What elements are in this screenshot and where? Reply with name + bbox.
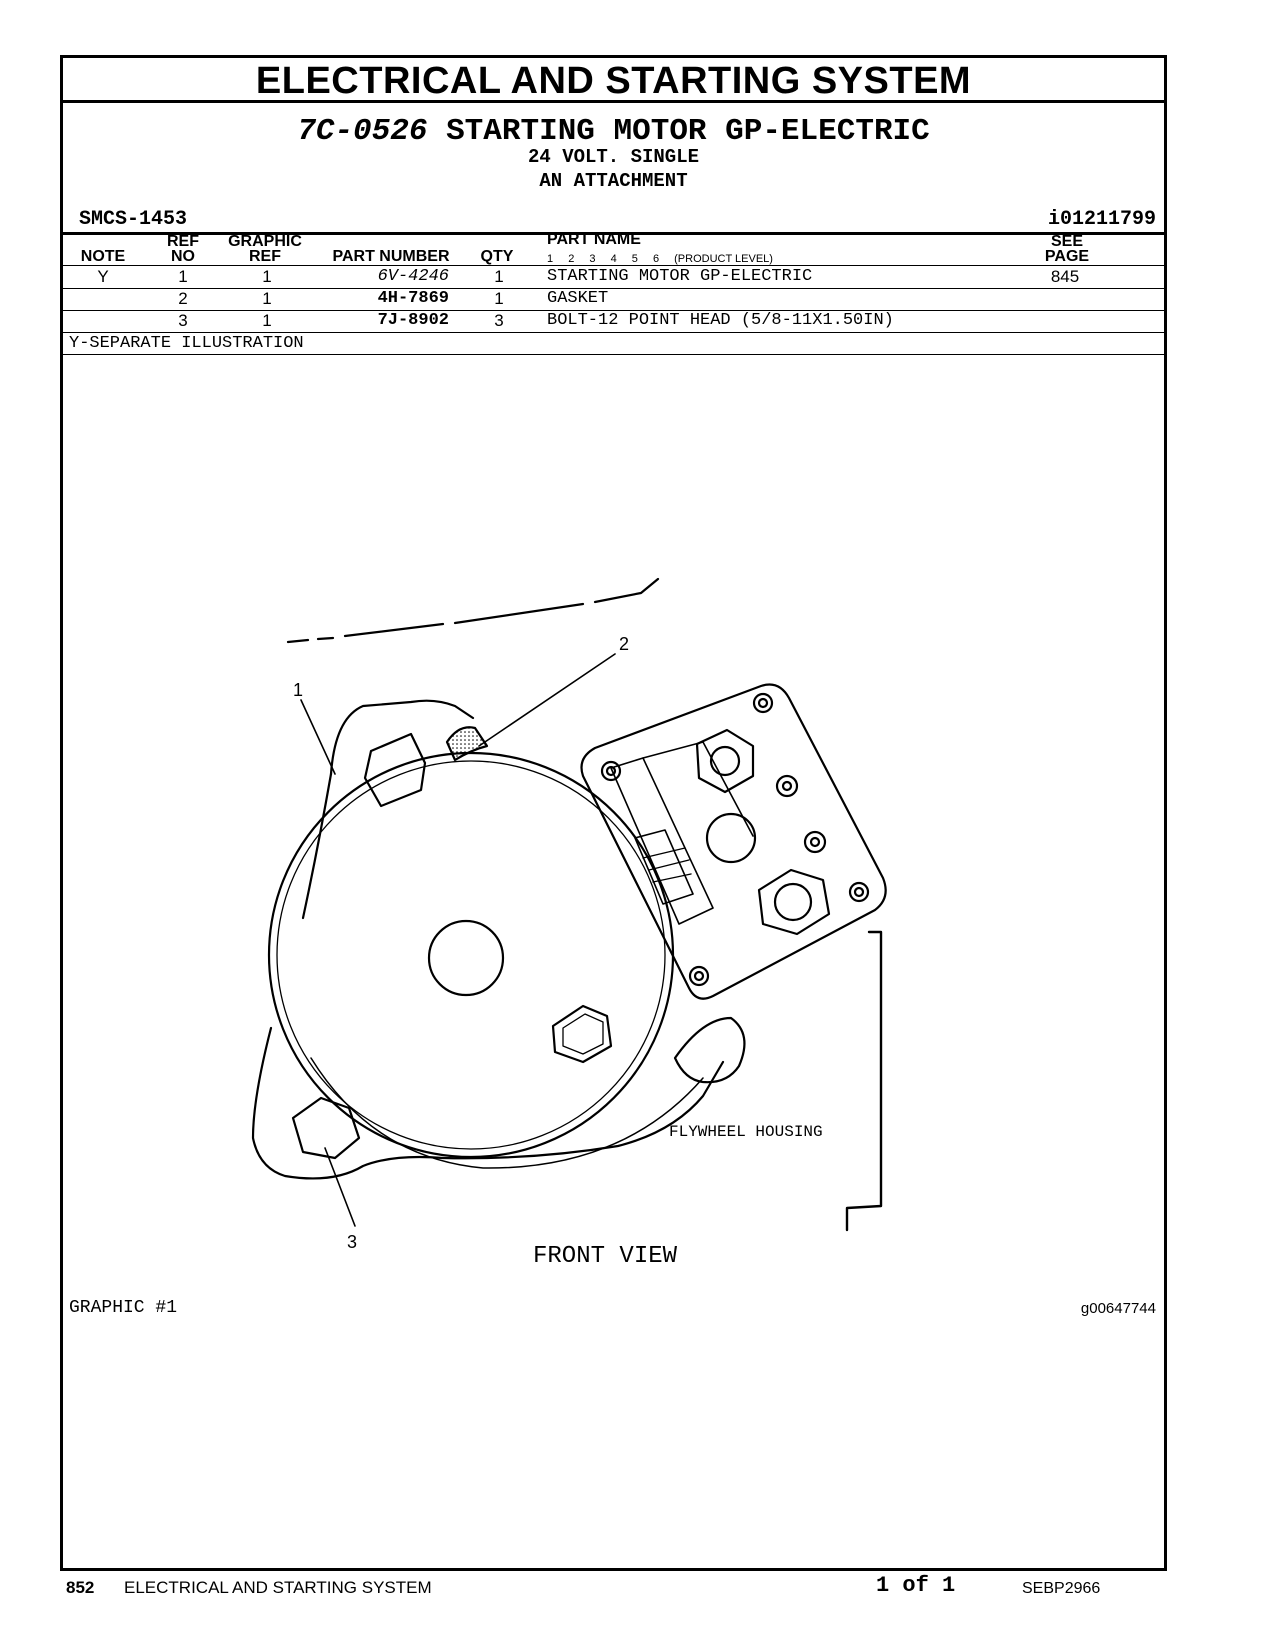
graphic-label: GRAPHIC #1: [69, 1298, 178, 1318]
graphic-id: g00647744: [1080, 1300, 1156, 1317]
col-graphic-header-top: GRAPHIC: [228, 233, 302, 250]
title-divider: [63, 100, 1164, 103]
level-1: 1: [547, 253, 554, 265]
table-header-divider: [63, 265, 1164, 266]
group-desc-line2: AN ATTACHMENT: [539, 170, 688, 192]
footer-page-number: 852: [66, 1578, 95, 1597]
row1-graphic-ref: 1: [262, 267, 272, 286]
row3-qty: 3: [494, 311, 504, 330]
section-title: ELECTRICAL AND STARTING SYSTEM: [255, 60, 972, 102]
row3-part-name: BOLT-12 POINT HEAD (5/8-11X1.50IN): [547, 311, 894, 330]
col-ref-header-top: REF: [167, 233, 199, 250]
row3-part-number: 7J-8902: [377, 311, 449, 330]
level-4: 4: [610, 253, 617, 265]
product-levels: 1 2 3 4 5 6 (PRODUCT LEVEL): [547, 253, 785, 265]
row1-see-page: 845: [1050, 267, 1080, 286]
document-id: i01211799: [1047, 208, 1156, 231]
flywheel-housing-label: FLYWHEEL HOUSING: [669, 1123, 823, 1141]
col-see-header-top: SEE: [1050, 233, 1083, 250]
group-title: 7C-0526 STARTING MOTOR GP-ELECTRIC: [63, 114, 1164, 150]
starting-motor-illustration: 1 2 3 FLYWHEEL HOUSING FRONT VIEW: [251, 577, 887, 1270]
row2-graphic-ref: 1: [262, 289, 272, 308]
row2-part-name: GASKET: [547, 289, 609, 308]
callout-2: 2: [619, 634, 629, 654]
row1-divider: [63, 288, 1164, 289]
col-note-header: NOTE: [80, 248, 126, 265]
footer-section: ELECTRICAL AND STARTING SYSTEM: [124, 1578, 432, 1597]
callout-3: 3: [347, 1232, 357, 1252]
col-part-number-header: PART NUMBER: [332, 248, 450, 265]
row3-divider: [63, 332, 1164, 333]
row2-divider: [63, 310, 1164, 311]
level-6: 6: [652, 253, 660, 265]
levels-label: (PRODUCT LEVEL): [674, 253, 773, 265]
col-ref-header-bottom: NO: [171, 248, 195, 265]
row1-part-name: STARTING MOTOR GP-ELECTRIC: [547, 267, 813, 286]
row2-qty: 1: [494, 289, 504, 308]
col-graphic-header-bottom: REF: [249, 248, 281, 265]
page-frame: ELECTRICAL AND STARTING SYSTEM 7C-0526 S…: [60, 55, 1167, 1571]
level-3: 3: [589, 253, 596, 265]
header-divider: [63, 232, 1164, 235]
row1-ref-no: 1: [178, 267, 188, 286]
smcs-code: SMCS-1453: [79, 208, 188, 231]
row3-ref-no: 3: [178, 311, 188, 330]
footer-page-of: 1 of 1: [876, 1573, 956, 1598]
legend-divider: [63, 354, 1164, 355]
group-desc-line1: 24 VOLT. SINGLE: [527, 146, 700, 168]
row3-graphic-ref: 1: [262, 311, 272, 330]
callout-1: 1: [293, 680, 303, 700]
level-2: 2: [568, 253, 575, 265]
row1-note: Y: [97, 267, 109, 286]
row2-part-number: 4H-7869: [377, 289, 449, 308]
note-legend: Y-SEPARATE ILLUSTRATION: [69, 334, 304, 353]
level-5: 5: [631, 253, 638, 265]
row1-part-number: 6V-4246: [377, 267, 449, 286]
group-name: STARTING MOTOR GP-ELECTRIC: [446, 114, 930, 149]
row2-ref-no: 2: [178, 289, 188, 308]
footer-publication: SEBP2966: [1022, 1580, 1101, 1597]
col-qty-header: QTY: [480, 248, 514, 265]
group-part-number: 7C-0526: [297, 114, 428, 149]
row1-qty: 1: [494, 267, 504, 286]
col-part-name-header: PART NAME: [547, 231, 641, 248]
front-view-label: FRONT VIEW: [533, 1243, 678, 1270]
col-see-header-bottom: PAGE: [1044, 248, 1090, 265]
